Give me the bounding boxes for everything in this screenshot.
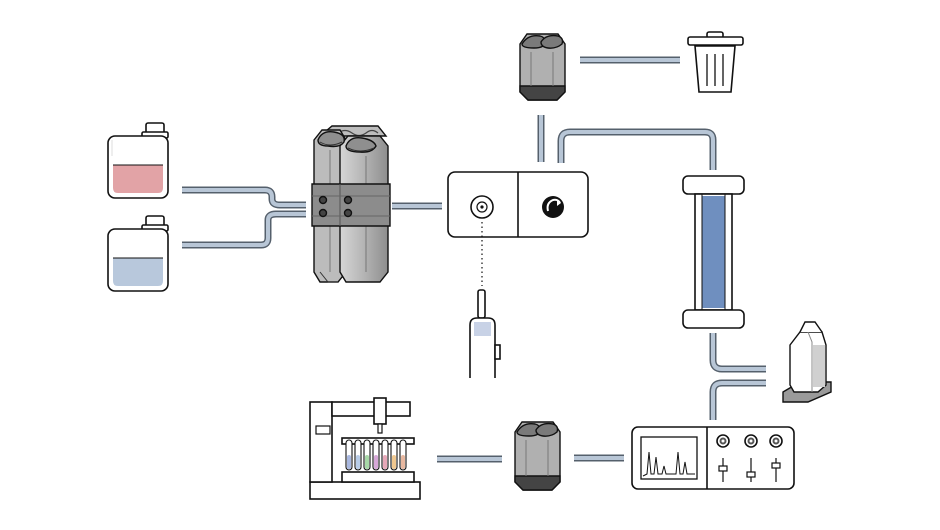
- detector-knobs: [716, 434, 783, 448]
- detector-cell: [782, 321, 832, 403]
- injector-rotate-icon: [542, 196, 564, 218]
- tube-injector-column: [557, 128, 717, 170]
- syringe: [469, 289, 501, 378]
- pump: [311, 125, 391, 283]
- top-valve: [519, 33, 566, 101]
- chromatogram-trace: [642, 451, 695, 477]
- tube-cell-detector: [709, 379, 766, 420]
- detector-sliders: [718, 458, 781, 482]
- bottom-valve: [514, 421, 561, 491]
- solvent-bottle-b: [107, 215, 169, 292]
- tubing-network: [182, 56, 766, 463]
- tube-column-cell: [709, 333, 766, 373]
- injector: [447, 171, 589, 286]
- detector: [631, 426, 795, 490]
- solvent-bottle-a: [107, 122, 169, 199]
- tube-bottle-a-pump: [182, 186, 306, 209]
- column: [682, 175, 745, 329]
- waste: [687, 31, 744, 93]
- tube-bottle-b-pump: [182, 210, 306, 249]
- collection-tubes: [345, 439, 407, 471]
- fraction-collector: [309, 397, 421, 500]
